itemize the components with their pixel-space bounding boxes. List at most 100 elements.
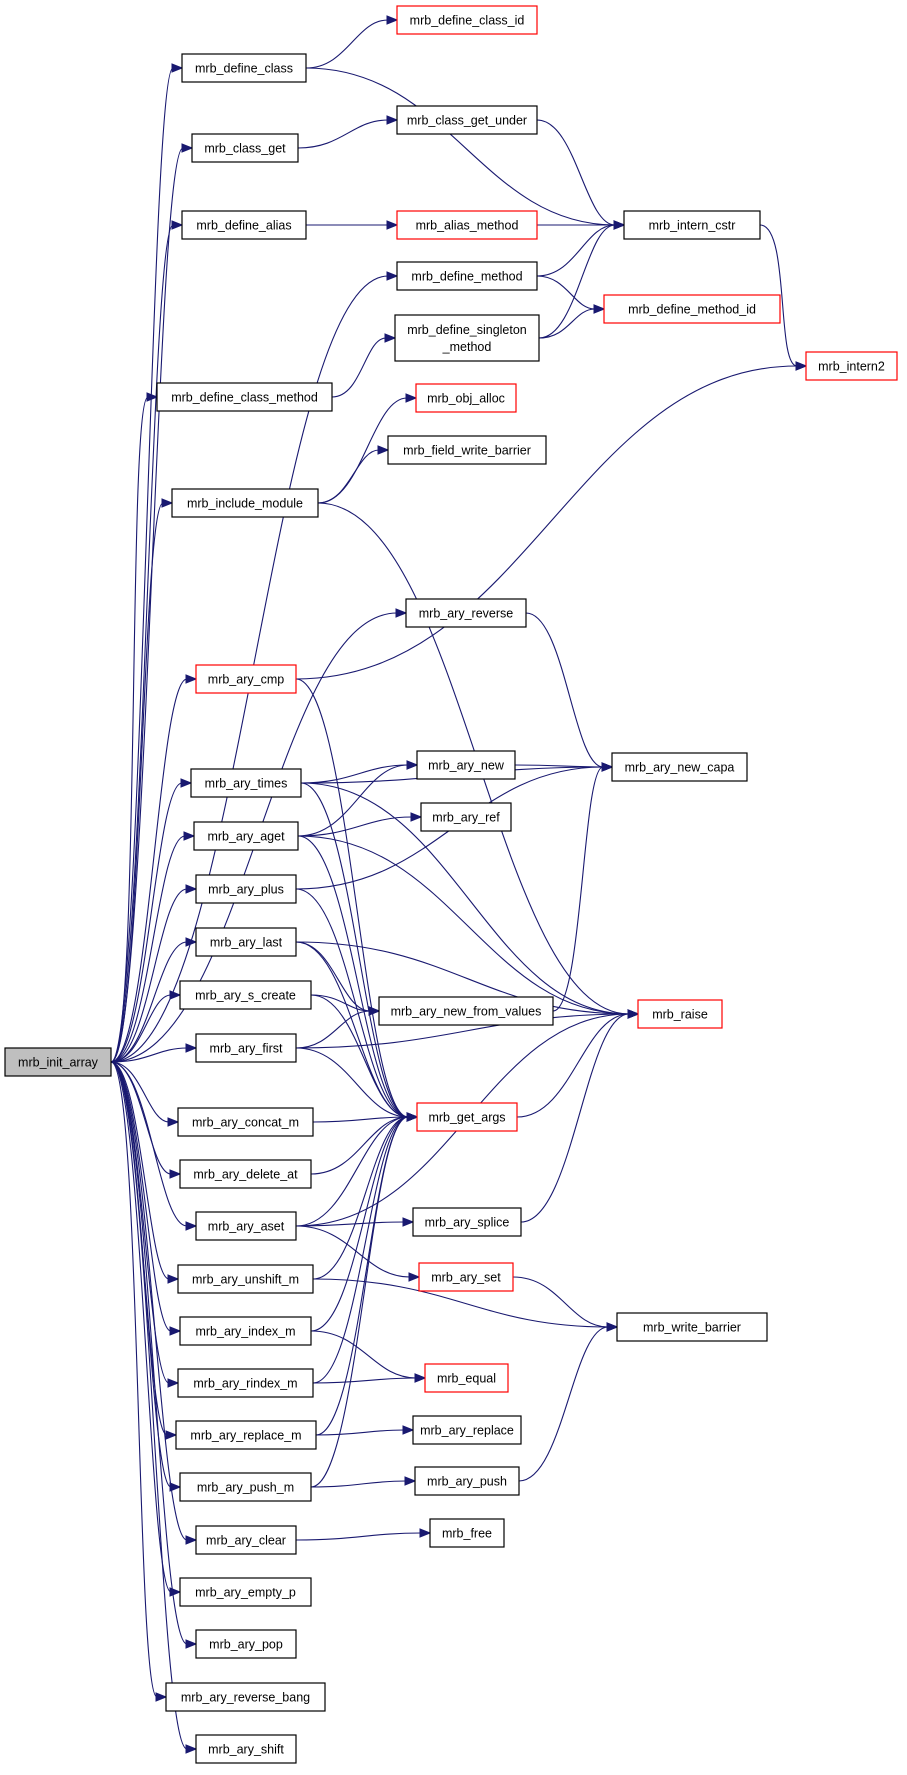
node-ary-new-capa[interactable]: mrb_ary_new_capa [611,752,748,782]
node-box[interactable] [396,105,538,135]
node-box[interactable] [156,382,333,412]
node-box[interactable] [415,383,517,413]
node-equal[interactable]: mrb_equal [424,1363,509,1393]
node-box[interactable] [378,996,554,1026]
node-box[interactable] [195,927,297,957]
node-ary-new-from-values[interactable]: mrb_ary_new_from_values [378,996,554,1026]
node-raise[interactable]: mrb_raise [637,999,723,1029]
node-init[interactable]: mrb_init_array [4,1047,112,1077]
node-ary-aset[interactable]: mrb_ary_aset [195,1211,297,1241]
node-box[interactable] [179,1159,312,1189]
node-ary-s-create[interactable]: mrb_ary_s_create [179,980,312,1010]
node-box[interactable] [195,1033,297,1063]
node-box[interactable] [412,1415,522,1445]
node-field-write-barrier[interactable]: mrb_field_write_barrier [387,435,547,465]
node-box[interactable] [424,1363,509,1393]
node-ary-index-m[interactable]: mrb_ary_index_m [179,1316,312,1346]
node-box[interactable] [177,1368,314,1398]
node-ary-splice[interactable]: mrb_ary_splice [412,1207,522,1237]
node-box[interactable] [4,1047,112,1077]
node-intern-cstr[interactable]: mrb_intern_cstr [623,210,761,240]
node-box[interactable] [190,768,302,798]
node-box[interactable] [396,261,538,291]
node-ary-aget[interactable]: mrb_ary_aget [193,821,299,851]
node-write-barrier[interactable]: mrb_write_barrier [616,1312,768,1342]
node-ary-rindex-m[interactable]: mrb_ary_rindex_m [177,1368,314,1398]
node-ary-push-m[interactable]: mrb_ary_push_m [179,1472,312,1502]
node-box[interactable] [603,294,781,324]
node-include-module[interactable]: mrb_include_module [171,488,319,518]
node-box[interactable] [171,488,319,518]
node-box[interactable] [405,598,527,628]
node-define-method-id[interactable]: mrb_define_method_id [603,294,781,324]
node-ary-set[interactable]: mrb_ary_set [418,1262,514,1292]
node-box[interactable] [179,1472,312,1502]
node-box[interactable] [193,821,299,851]
node-box[interactable] [179,1577,312,1607]
node-intern2[interactable]: mrb_intern2 [805,351,898,381]
node-ary-replace[interactable]: mrb_ary_replace [412,1415,522,1445]
node-ary-last[interactable]: mrb_ary_last [195,927,297,957]
node-class-get-under[interactable]: mrb_class_get_under [396,105,538,135]
node-define-alias[interactable]: mrb_define_alias [181,210,307,240]
node-box[interactable] [420,802,512,832]
node-define-method[interactable]: mrb_define_method [396,261,538,291]
node-box[interactable] [416,1102,518,1132]
node-ary-ref[interactable]: mrb_ary_ref [420,802,512,832]
node-define-class-id[interactable]: mrb_define_class_id [396,5,538,35]
node-box[interactable] [195,1211,297,1241]
node-ary-push[interactable]: mrb_ary_push [414,1466,520,1496]
node-class-get[interactable]: mrb_class_get [191,133,299,163]
node-ary-new[interactable]: mrb_ary_new [416,750,516,780]
node-box[interactable] [396,5,538,35]
node-ary-plus[interactable]: mrb_ary_plus [195,874,297,904]
node-ary-reverse[interactable]: mrb_ary_reverse [405,598,527,628]
node-box[interactable] [412,1207,522,1237]
node-ary-unshift-m[interactable]: mrb_ary_unshift_m [177,1264,314,1294]
node-box[interactable] [177,1264,314,1294]
node-box[interactable] [195,874,297,904]
node-box[interactable] [416,750,516,780]
node-ary-first[interactable]: mrb_ary_first [195,1033,297,1063]
node-ary-cmp[interactable]: mrb_ary_cmp [195,664,297,694]
node-box[interactable] [616,1312,768,1342]
node-box[interactable] [195,1525,297,1555]
node-box[interactable] [179,1316,312,1346]
node-box[interactable] [637,999,723,1029]
node-box[interactable] [396,210,538,240]
node-ary-times[interactable]: mrb_ary_times [190,768,302,798]
node-box[interactable] [805,351,898,381]
node-define-class-method[interactable]: mrb_define_class_method [156,382,333,412]
node-free[interactable]: mrb_free [429,1518,505,1548]
node-box[interactable] [418,1262,514,1292]
node-get-args[interactable]: mrb_get_args [416,1102,518,1132]
node-obj-alloc[interactable]: mrb_obj_alloc [415,383,517,413]
node-ary-reverse-bang[interactable]: mrb_ary_reverse_bang [165,1682,326,1712]
node-box[interactable] [195,664,297,694]
node-alias-method[interactable]: mrb_alias_method [396,210,538,240]
node-ary-clear[interactable]: mrb_ary_clear [195,1525,297,1555]
node-box[interactable] [179,980,312,1010]
node-box[interactable] [429,1518,505,1548]
node-box[interactable] [177,1107,314,1137]
node-box[interactable] [195,1629,297,1659]
node-ary-replace-m[interactable]: mrb_ary_replace_m [175,1420,317,1450]
node-box[interactable] [623,210,761,240]
node-ary-concat-m[interactable]: mrb_ary_concat_m [177,1107,314,1137]
node-box[interactable] [195,1734,297,1764]
node-ary-shift[interactable]: mrb_ary_shift [195,1734,297,1764]
node-box[interactable] [414,1466,520,1496]
node-box[interactable] [394,314,540,362]
node-ary-pop[interactable]: mrb_ary_pop [195,1629,297,1659]
node-ary-delete-at[interactable]: mrb_ary_delete_at [179,1159,312,1189]
node-box[interactable] [611,752,748,782]
node-ary-empty-p[interactable]: mrb_ary_empty_p [179,1577,312,1607]
node-box[interactable] [175,1420,317,1450]
node-define-class[interactable]: mrb_define_class [181,53,307,83]
node-box[interactable] [181,210,307,240]
node-box[interactable] [191,133,299,163]
node-box[interactable] [165,1682,326,1712]
node-box[interactable] [181,53,307,83]
node-define-singleton-method[interactable]: mrb_define_singleton_method [394,314,540,362]
node-box[interactable] [387,435,547,465]
